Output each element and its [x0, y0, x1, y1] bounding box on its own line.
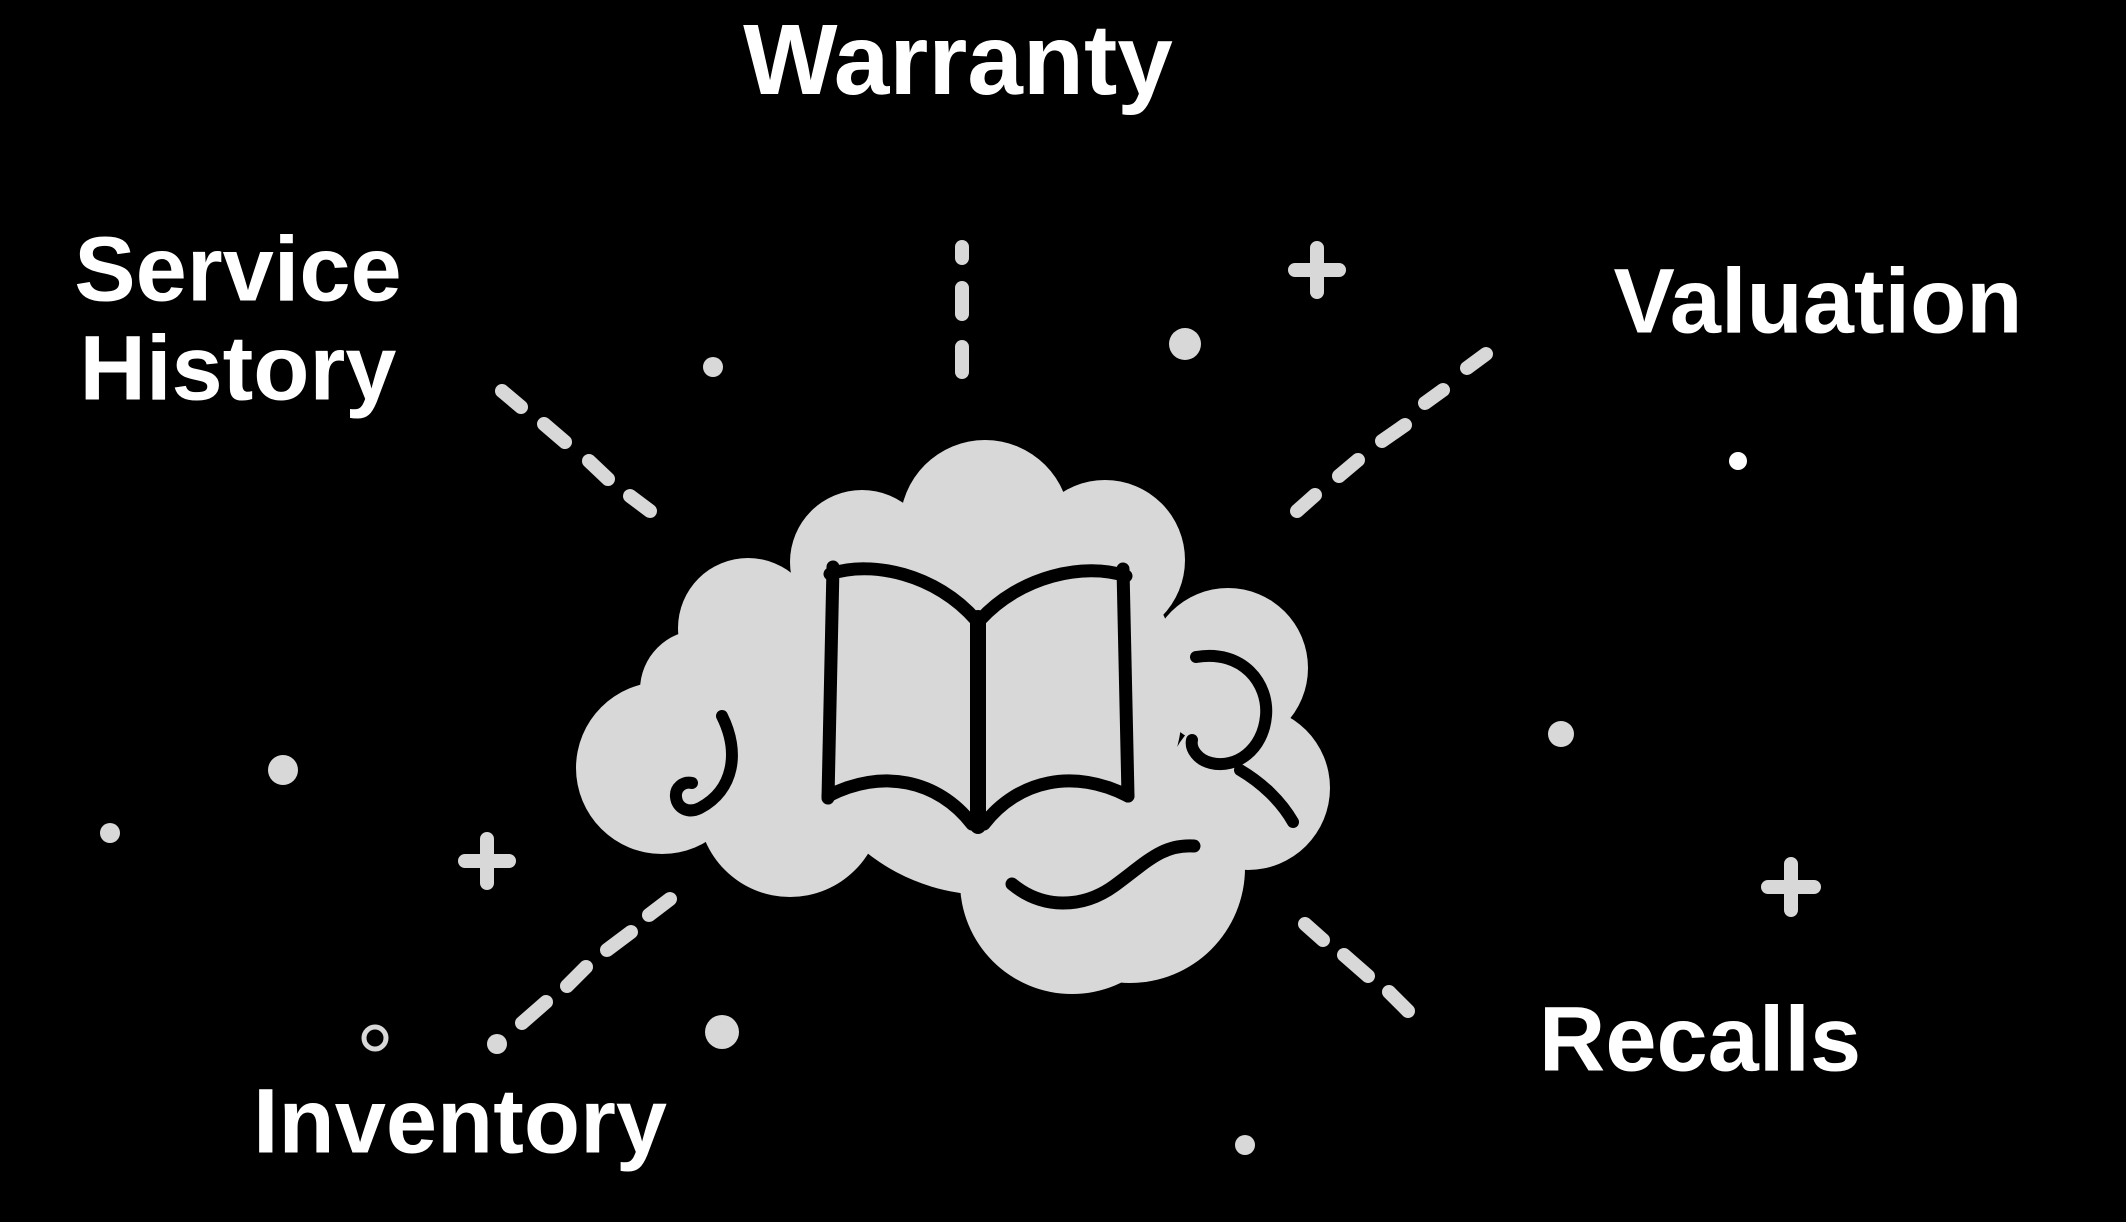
ray-dash [582, 454, 615, 486]
ray-recalls [1298, 917, 1415, 1018]
brain-curl-right [1185, 649, 1273, 771]
brain-lobes [576, 440, 1330, 994]
book-left-page-top [823, 562, 983, 627]
label-inventory: Inventory [252, 1070, 668, 1173]
book-left-edge [821, 560, 840, 805]
brain-curl-right-tail [1234, 764, 1299, 828]
decor-plus [1288, 241, 1346, 299]
book-left-page-bottom [821, 774, 979, 831]
ray-dash [1298, 917, 1330, 947]
label-warranty: Warranty [743, 4, 1173, 116]
ray-dash [1418, 383, 1450, 410]
book-right-page-top [973, 564, 1133, 627]
ray-dash [1375, 418, 1412, 448]
decor-dot [100, 823, 120, 843]
brain-folds [669, 649, 1299, 910]
ray-dash [1460, 347, 1493, 375]
decor-dot [1548, 721, 1574, 747]
decor-sparkles [100, 241, 1821, 1155]
decor-dot [703, 357, 723, 377]
ray-dash [642, 892, 677, 922]
decor-dot [1235, 1135, 1255, 1155]
ray-dash [1332, 453, 1365, 483]
label-service-history-line2: History [79, 318, 397, 420]
ray-dash [600, 925, 638, 957]
ray-service-history [495, 384, 657, 518]
label-recalls: Recalls [1538, 988, 1862, 1091]
ray-dash [515, 995, 553, 1030]
ray-dash [623, 489, 657, 518]
decor-dot-white [1729, 452, 1747, 470]
ray-dash [537, 417, 572, 449]
book-right-edge [1116, 562, 1135, 803]
decor-ring [361, 1024, 389, 1052]
ray-dash [560, 960, 593, 993]
brain-curl-left [669, 710, 738, 817]
ray-inventory-end-dot [487, 1034, 507, 1054]
brain-book-icon [576, 440, 1330, 994]
decor-dot [705, 1015, 739, 1049]
ray-dash [495, 384, 528, 414]
brain-lobe [698, 713, 882, 897]
decor-dot [268, 755, 298, 785]
decor-plus [1761, 857, 1821, 917]
decor-plus [458, 832, 516, 890]
ray-dash [1337, 948, 1375, 983]
open-book-icon [821, 560, 1135, 834]
ray-inventory [515, 892, 677, 1030]
ray-dash [1382, 985, 1415, 1018]
brain-wave-line [1005, 839, 1201, 910]
label-service-history: Service History [74, 218, 402, 420]
label-service-history-line1: Service [74, 218, 402, 321]
ray-dash [1290, 488, 1322, 518]
book-right-page-bottom [977, 774, 1135, 831]
label-valuation: Valuation [1613, 250, 2023, 353]
decor-dot [1169, 328, 1201, 360]
ray-valuation [1290, 347, 1493, 518]
